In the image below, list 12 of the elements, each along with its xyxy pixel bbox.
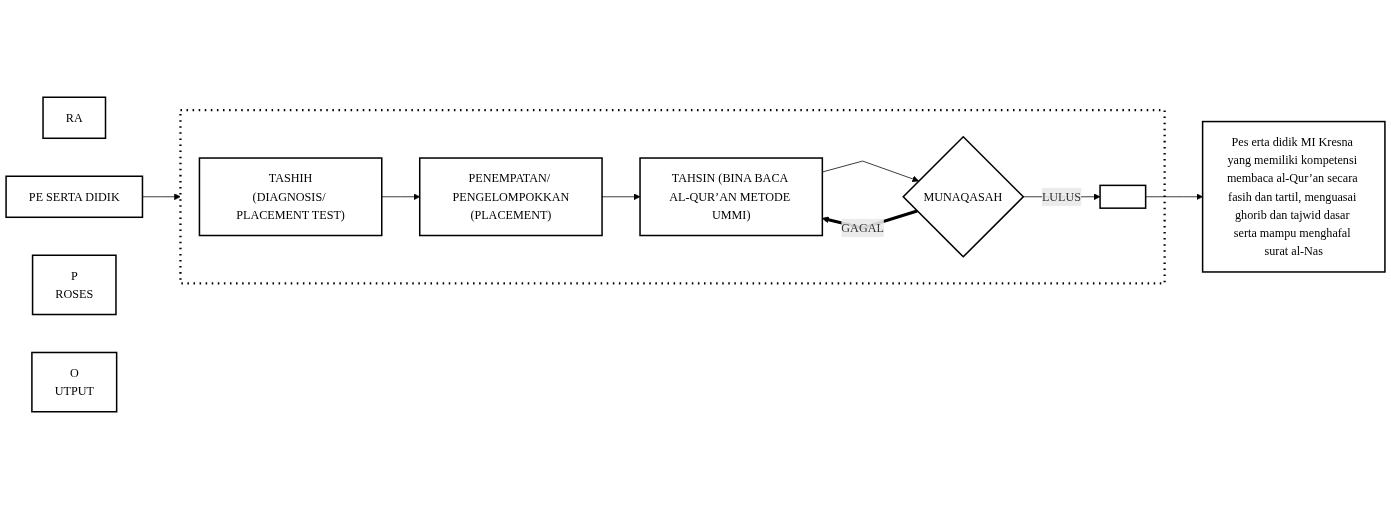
node-box: O UTPUT: [31, 351, 118, 413]
node-box: PENEMPATAN/ PENGELOMPOKKAN (PLACEMENT): [419, 157, 603, 237]
node-box: TAHSIN (BINA BACA AL-QUR’AN METODE UMMI): [639, 157, 824, 237]
node-box: RA: [42, 96, 107, 140]
node-box: TASHIH (DIAGNOSIS/ PLACEMENT TEST): [198, 157, 383, 237]
edge-label: LULUS: [1041, 189, 1082, 203]
node-box: PE SERTA DIDIK: [5, 175, 144, 219]
node-diamond: MUNAQASAH: [902, 135, 1025, 258]
node-box: P ROSES: [31, 254, 117, 316]
node-box: [1099, 184, 1147, 209]
edge-label: GAGAL: [841, 221, 884, 234]
node-box: Pes erta didik MI Kresna yang memiliki kompetensi membaca al-Qur’an secara fasih dan tartil, menguasai ghorib dan tajwid dasar serta mampu menghafal surat al-Nas: [1201, 120, 1386, 273]
